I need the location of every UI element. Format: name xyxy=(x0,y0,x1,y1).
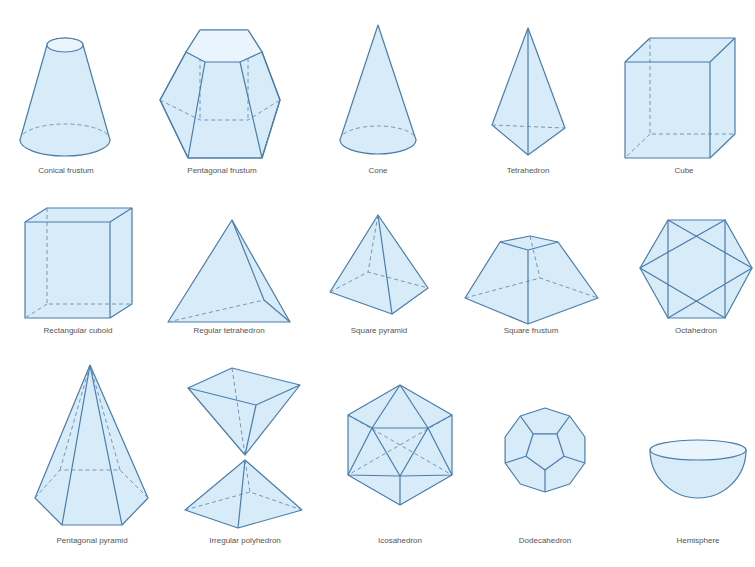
square-frustum xyxy=(465,236,598,324)
shape-label: Cone xyxy=(368,166,387,176)
shape-label: Octahedron xyxy=(675,326,717,336)
pentagonal-pyramid xyxy=(35,365,148,525)
shape-label: Square pyramid xyxy=(351,326,407,336)
shape-label: Pentagonal frustum xyxy=(187,166,256,176)
shape-label: Conical frustum xyxy=(38,166,94,176)
shape-label: Irregular polyhedron xyxy=(209,536,281,546)
shape-label: Square frustum xyxy=(504,326,559,336)
shape-label: Rectangular cuboid xyxy=(44,326,113,336)
shape-label: Dodecahedron xyxy=(519,536,571,546)
regular-tetrahedron xyxy=(168,220,290,322)
hemisphere xyxy=(650,440,746,498)
shape-label: Regular tetrahedron xyxy=(193,326,264,336)
shape-label: Pentagonal pyramid xyxy=(56,536,127,546)
rectangular-cuboid xyxy=(25,208,132,318)
pentagonal-frustum xyxy=(160,30,280,158)
octahedron xyxy=(640,220,752,318)
square-pyramid xyxy=(330,215,428,314)
tetrahedron xyxy=(492,28,565,155)
shape-label: Icosahedron xyxy=(378,536,422,546)
cube xyxy=(625,38,735,158)
shape-label: Hemisphere xyxy=(676,536,719,546)
irregular-polyhedron xyxy=(185,368,302,528)
dodecahedron xyxy=(505,408,585,492)
icosahedron xyxy=(348,385,452,505)
cone xyxy=(340,25,416,154)
conical-frustum xyxy=(20,38,110,156)
shape-label: Tetrahedron xyxy=(507,166,550,176)
shape-label: Cube xyxy=(674,166,693,176)
